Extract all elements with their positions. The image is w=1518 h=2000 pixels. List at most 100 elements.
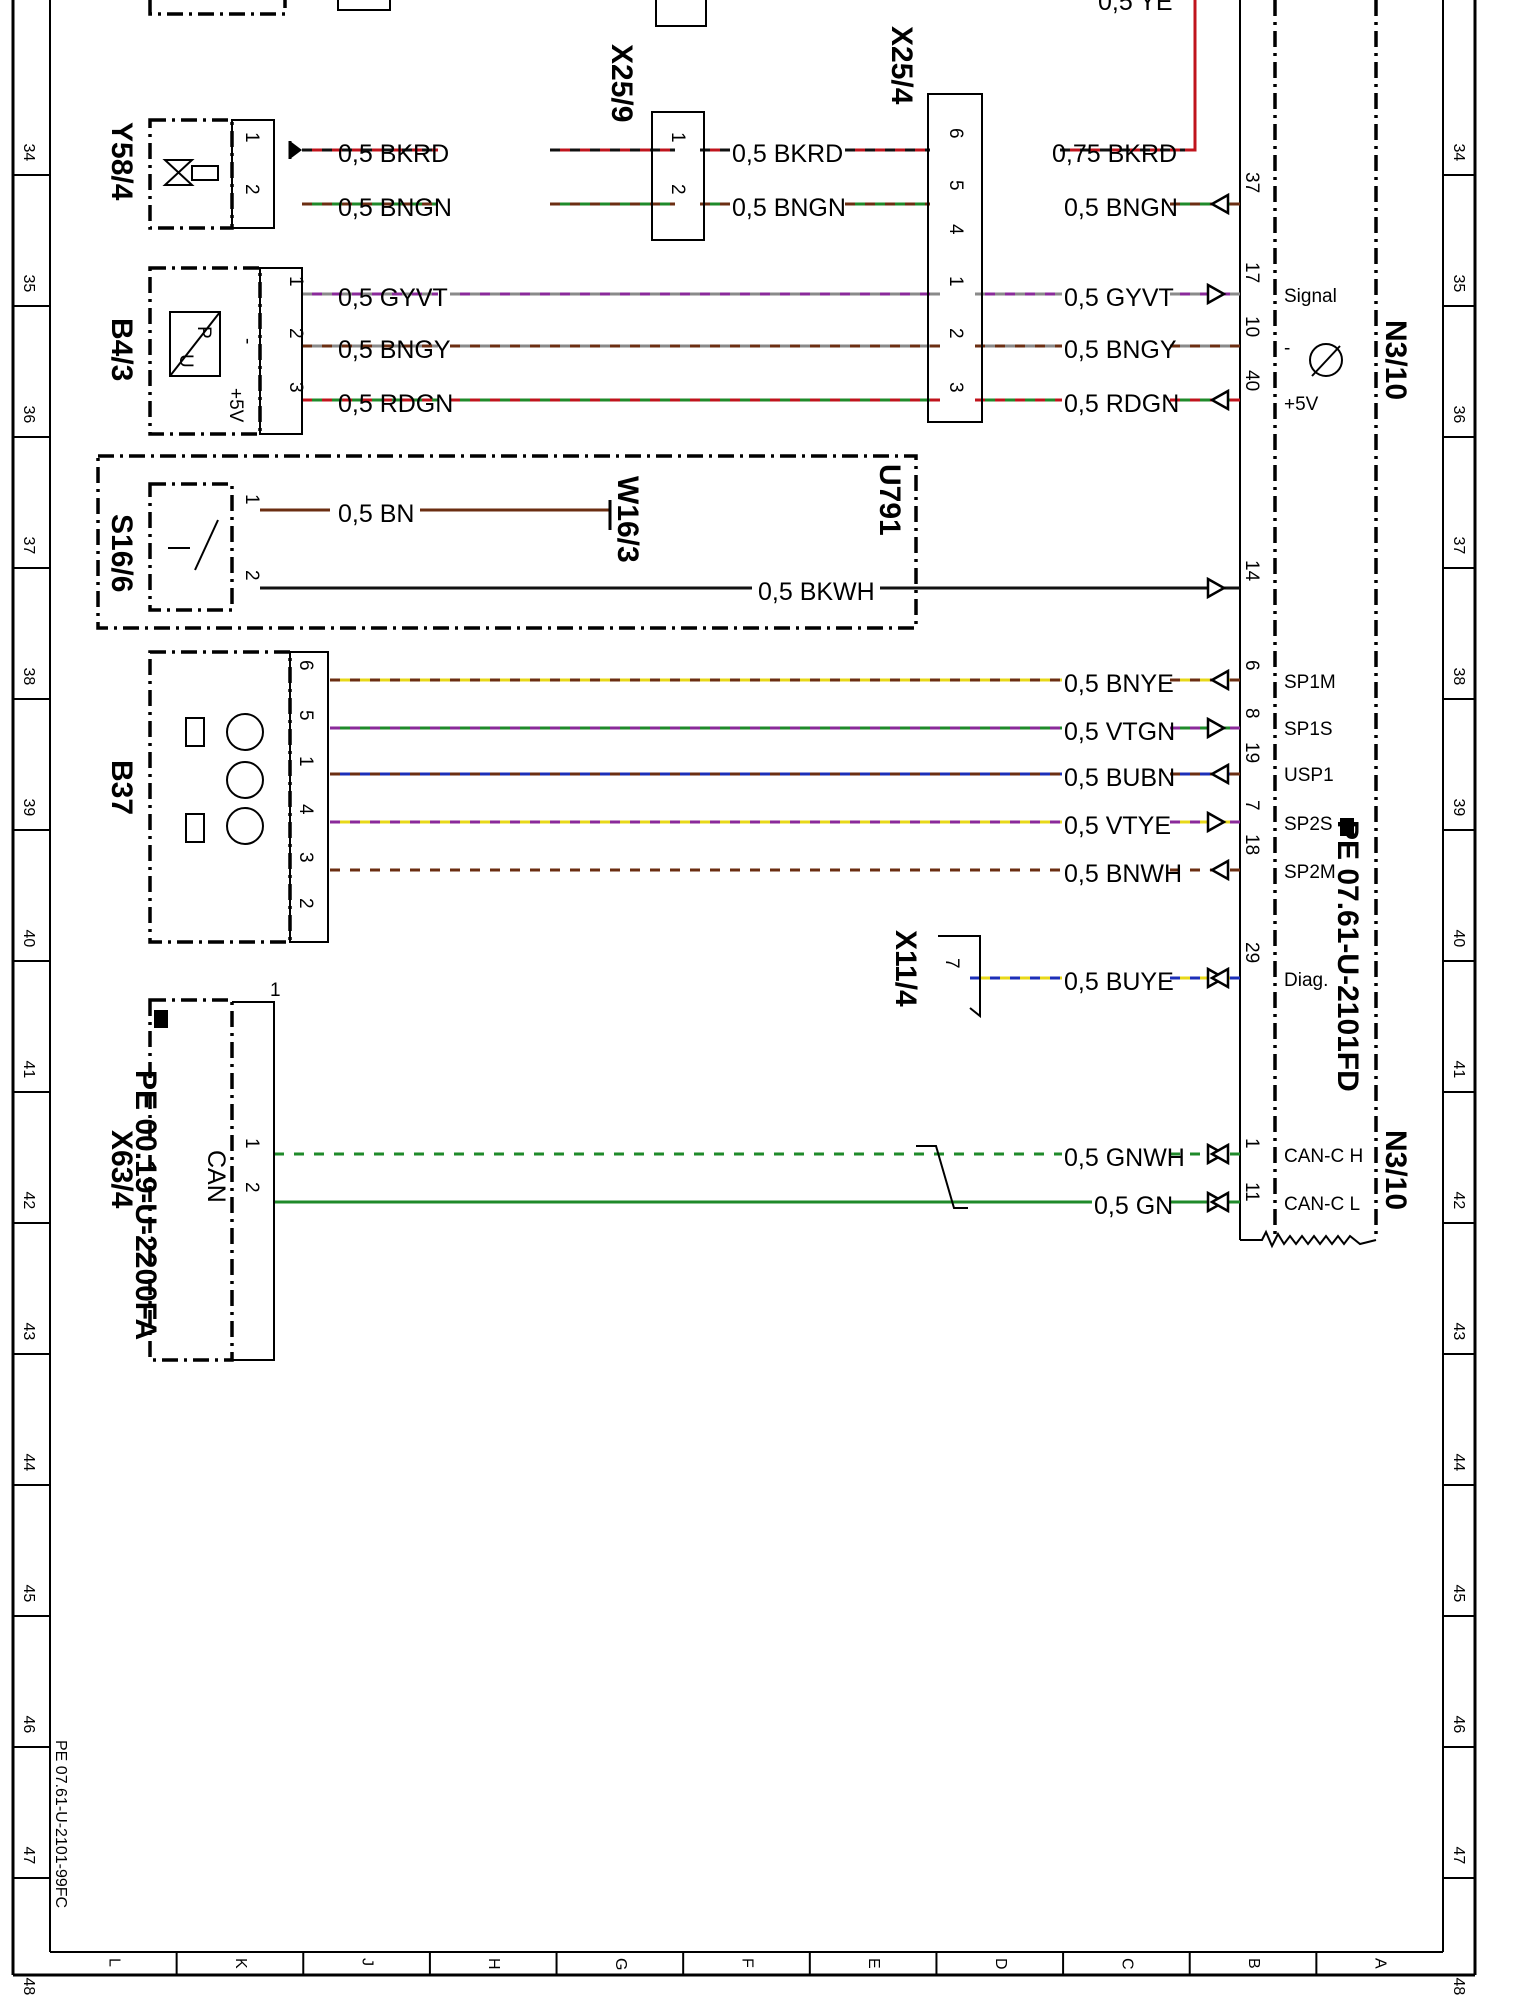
pin-2: 2 — [285, 328, 306, 339]
wire-label: 0,5 BNGN — [338, 194, 452, 222]
row-number: 38 — [20, 668, 37, 686]
pin-2: 2 — [945, 328, 966, 339]
column-letter: D — [992, 1958, 1009, 1970]
row-number: 43 — [1450, 1323, 1467, 1341]
sp2s-label: SP2S — [1284, 814, 1333, 835]
wire-label: 0,5 RDGN — [1064, 390, 1179, 418]
row-number: 37 — [20, 537, 37, 555]
plus5v-label: +5V — [1284, 394, 1319, 415]
pin-6: 6 — [295, 660, 316, 671]
canl-label: CAN-C L — [1284, 1194, 1360, 1215]
row-number: 38 — [1450, 668, 1467, 686]
signal-label: Signal — [1284, 286, 1337, 307]
pin-2: 2 — [667, 184, 688, 195]
motor-icon — [1309, 343, 1343, 377]
x11-4-label: X11/4 — [889, 930, 922, 1007]
pin-4: 4 — [295, 804, 316, 815]
n3-10-signals: Signal - +5V SP1M SP1S USP1 SP2S SP2M Di… — [1284, 286, 1363, 1215]
row-number: 43 — [20, 1323, 37, 1341]
wire-label: 0,5 BKRD — [732, 140, 843, 168]
wire-label: 0,5 BUYE — [1064, 968, 1174, 996]
row-ruler-ticks — [13, 174, 1475, 1879]
pin-4: 4 — [945, 224, 966, 235]
b37-sensor: B37 6 5 1 4 3 2 — [105, 650, 329, 944]
y58-4-valve: Y58/4 1 2 — [105, 118, 275, 230]
pin-14: 14 — [1241, 560, 1262, 582]
arrow-icon — [1209, 668, 1230, 692]
row-number: 45 — [20, 1585, 37, 1603]
sp2m-label: SP2M — [1284, 862, 1336, 883]
sp1m-label: SP1M — [1284, 672, 1336, 693]
pin-cable: 1 — [270, 980, 281, 1001]
pin-3: 3 — [945, 382, 966, 393]
row-number: 48 — [1450, 1978, 1467, 1996]
column-letter: J — [359, 1958, 376, 1966]
row-number: 36 — [1450, 406, 1467, 424]
x25-4-connector: X25/4 6 5 4 1 2 3 — [885, 26, 983, 423]
drawing-frame — [11, 0, 1477, 1977]
pin-40: 40 — [1241, 370, 1262, 391]
n3-10-pins: 37 17 10 40 14 6 8 19 7 18 29 1 11 — [1241, 172, 1262, 1202]
x25-9-connector: X25/9 1 2 — [605, 44, 705, 241]
row-number: 47 — [20, 1847, 37, 1865]
row-number: 45 — [1450, 1585, 1467, 1603]
column-letter: L — [105, 1958, 122, 1967]
usp1-label: USP1 — [1284, 765, 1334, 786]
w16-3-label: W16/3 — [611, 476, 644, 563]
canh-label: CAN-C H — [1284, 1146, 1363, 1167]
column-letter: G — [612, 1958, 629, 1970]
pin-2: 2 — [241, 570, 262, 581]
row-number: 48 — [20, 1978, 37, 1996]
pin-2: 2 — [241, 1182, 262, 1193]
b4-3-label: B4/3 — [105, 318, 138, 381]
pin-19: 19 — [1241, 742, 1262, 763]
arrow-icon — [1209, 858, 1230, 882]
wire-label: 0,5 BN — [338, 500, 414, 528]
top-fragments: 0,5 YE — [148, 0, 1197, 152]
wire-label: 0,5 BNYE — [1064, 670, 1174, 698]
u791-module: U791 S16/6 1 2 W16/3 — [96, 454, 918, 630]
wire-label: 0,5 BKWH — [758, 578, 875, 606]
arrow-icon — [1209, 192, 1230, 216]
u791-label: U791 — [873, 464, 906, 536]
row-number: 39 — [1450, 799, 1467, 817]
pin-1: 1 — [1241, 1138, 1262, 1149]
pin-7: 7 — [941, 958, 962, 969]
book-icon — [154, 1010, 168, 1028]
arrow-icon — [1209, 1142, 1230, 1166]
wire-label: 0,5 BKRD — [338, 140, 449, 168]
pin-1: 1 — [241, 132, 262, 143]
arrow-icon — [1209, 966, 1230, 990]
row-number: 41 — [1450, 1061, 1467, 1079]
wire-label: 0,5 BNGN — [1064, 194, 1178, 222]
arrow-icon — [290, 141, 302, 159]
wire-label: 0,5 BNGY — [338, 336, 451, 364]
x63-4-can: CAN — [202, 1150, 230, 1203]
b4-3-pressure-sensor: P U B4/3 1 2 3 - +5V — [105, 266, 306, 436]
wire-label: 0,5 GN — [1094, 1192, 1173, 1220]
s16-6-label: S16/6 — [105, 514, 138, 592]
pin-2: 2 — [241, 184, 262, 195]
x63-4-label: X63/4 — [105, 1130, 138, 1209]
x63-4-connector: X63/4 PE 00.19-U-2200FA CAN 1 2 1 — [105, 980, 281, 1362]
pin-11: 11 — [1241, 1182, 1262, 1202]
wire-label: 0,5 BUBN — [1064, 764, 1175, 792]
pin-1: 1 — [241, 1138, 262, 1149]
can-twist-mark — [916, 1145, 968, 1209]
wire-label: 0,5 BNGY — [1064, 336, 1177, 364]
n3-10-label-top: N3/10 — [1379, 320, 1412, 400]
pin-1: 1 — [285, 276, 306, 287]
x25-9-label: X25/9 — [605, 44, 638, 122]
pin-17: 17 — [1241, 262, 1262, 283]
row-number: 42 — [20, 1192, 37, 1210]
x11-4-connector: X11/4 7 — [889, 930, 981, 1019]
pin-5: 5 — [295, 710, 316, 721]
arrow-icon — [1206, 810, 1227, 834]
row-number: 46 — [20, 1716, 37, 1734]
n3-10-label-bottom: N3/10 — [1379, 1130, 1412, 1210]
wire-label: 0,5 RDGN — [338, 390, 453, 418]
pin-8: 8 — [1241, 708, 1262, 719]
row-number: 47 — [1450, 1847, 1467, 1865]
x25-4-label: X25/4 — [885, 26, 918, 105]
